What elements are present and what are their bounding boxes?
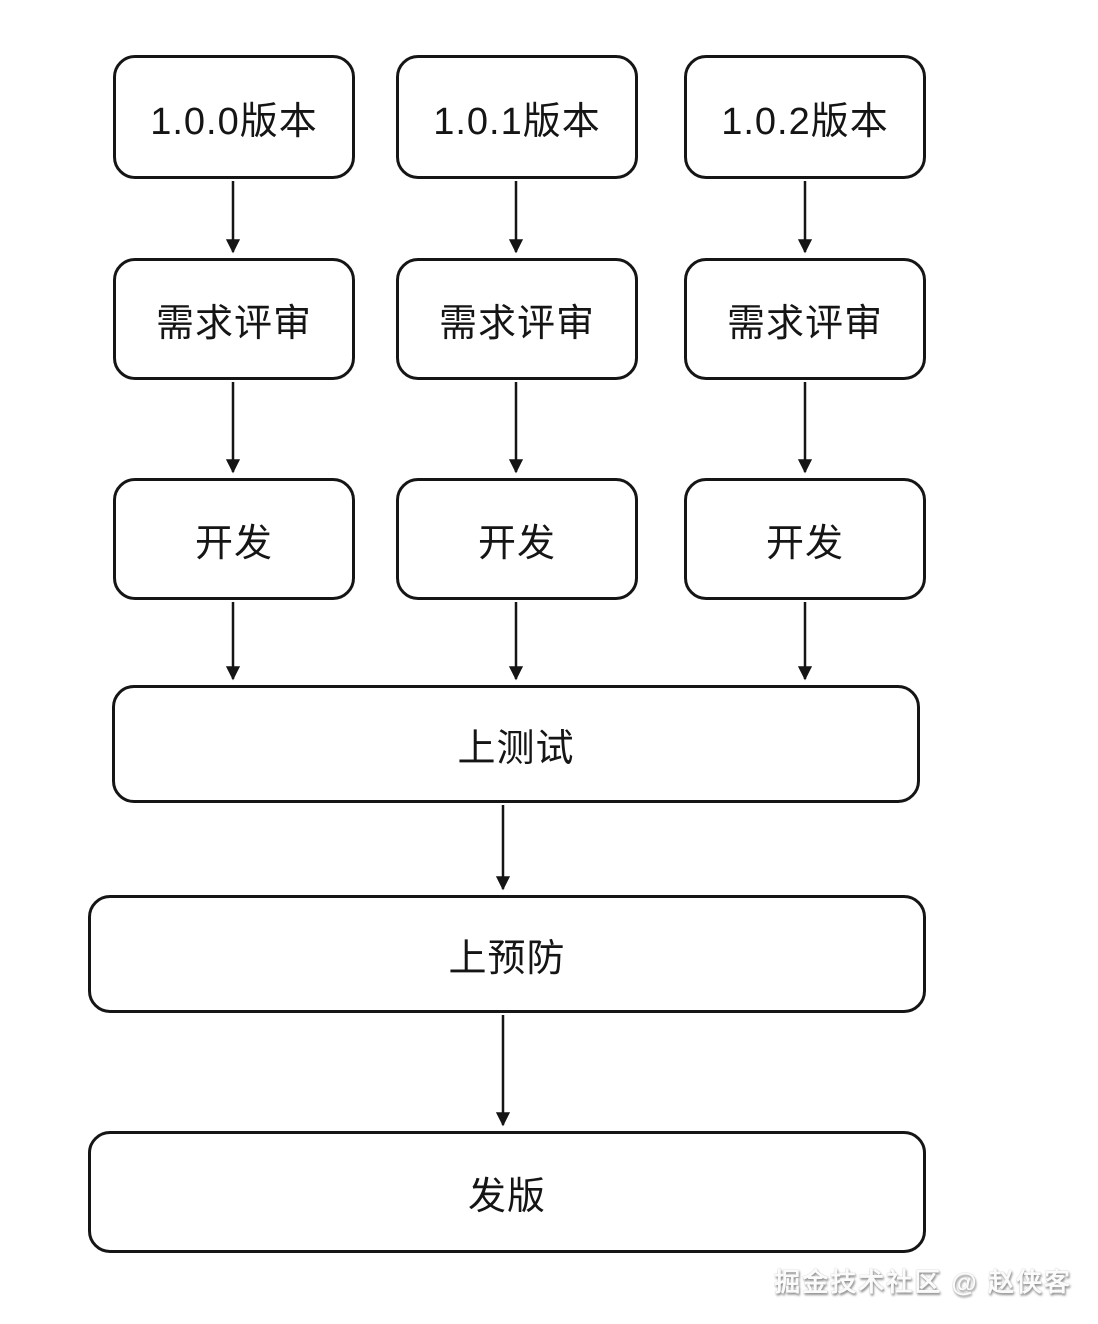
node-label: 上预防 <box>448 937 566 980</box>
node-label: 需求评审 <box>155 302 312 345</box>
node-review-1: 需求评审 <box>113 258 355 380</box>
watermark: 掘金技术社区 @ 赵侠客 <box>774 1267 1072 1297</box>
node-label: 需求评审 <box>726 302 883 345</box>
node-review-3: 需求评审 <box>684 258 926 380</box>
node-label: 开发 <box>765 522 844 565</box>
node-label: 发版 <box>467 1175 546 1218</box>
node-release: 发版 <box>88 1131 926 1253</box>
node-test: 上测试 <box>112 685 920 803</box>
node-label: 需求评审 <box>438 302 595 345</box>
node-version-1-0-1: 1.0.1版本 <box>396 55 638 179</box>
node-label: 1.0.1版本 <box>433 100 601 143</box>
node-version-1-0-0: 1.0.0版本 <box>113 55 355 179</box>
node-review-2: 需求评审 <box>396 258 638 380</box>
node-dev-2: 开发 <box>396 478 638 600</box>
node-label: 1.0.0版本 <box>150 100 318 143</box>
node-version-1-0-2: 1.0.2版本 <box>684 55 926 179</box>
node-label: 上测试 <box>457 727 575 770</box>
node-label: 开发 <box>477 522 556 565</box>
node-label: 1.0.2版本 <box>721 100 889 143</box>
node-label: 开发 <box>194 522 273 565</box>
node-dev-1: 开发 <box>113 478 355 600</box>
node-dev-3: 开发 <box>684 478 926 600</box>
node-pre-release: 上预防 <box>88 895 926 1013</box>
